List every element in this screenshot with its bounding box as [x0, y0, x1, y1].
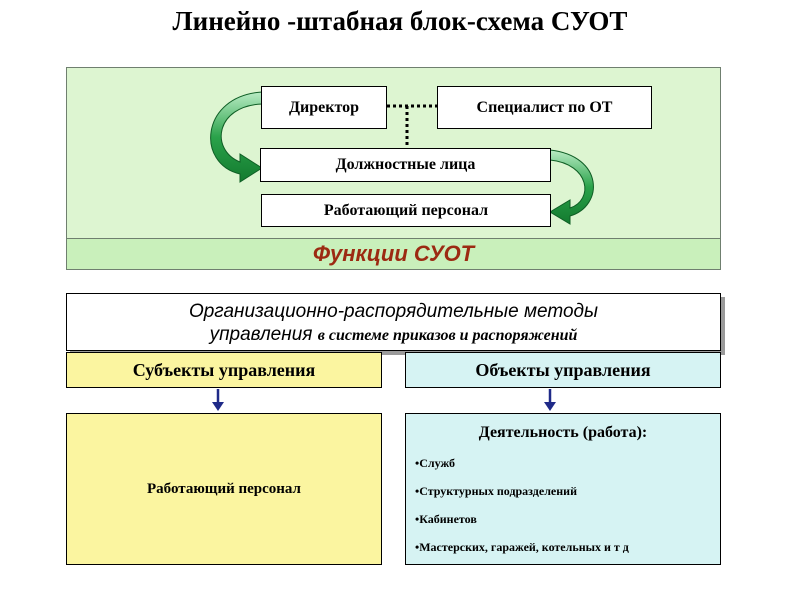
specialist-box: Специалист по ОТ [437, 86, 652, 129]
activity-item: •Структурных подразделений [415, 484, 577, 498]
subjects-body: Работающий персонал [66, 413, 382, 565]
staff-box: Работающий персонал [261, 194, 551, 227]
objects-header: Объекты управления [405, 352, 721, 388]
methods-box: Организационно-распорядительные методы у… [66, 293, 721, 351]
methods-line2-main: управления [209, 324, 313, 345]
activity-item: •Мастерских, гаражей, котельных и т д [415, 540, 629, 554]
methods-line2: управления в системе приказов и распоряж… [67, 323, 720, 347]
methods-line2-sub: в системе приказов и распоряжений [317, 327, 578, 344]
curved-arrow-right-icon [549, 149, 594, 225]
page-title: Линейно -штабная блок-схема СУОТ [172, 6, 628, 36]
arrow-down-icon [212, 389, 224, 411]
functions-band: Функции СУОТ [66, 238, 721, 270]
activity-item: •Служб [415, 456, 455, 470]
arrow-down-icon [544, 389, 556, 411]
objects-body: Деятельность (работа): •Служб •Структурн… [405, 413, 721, 565]
subjects-header: Субъекты управления [66, 352, 382, 388]
director-box: Директор [261, 86, 387, 129]
officials-box: Должностные лица [260, 148, 551, 182]
curved-arrow-left-icon [210, 91, 263, 183]
activity-item: •Кабинетов [415, 512, 477, 526]
methods-line1: Организационно-распорядительные методы [188, 301, 599, 322]
activity-title: Деятельность (работа): [478, 424, 648, 441]
